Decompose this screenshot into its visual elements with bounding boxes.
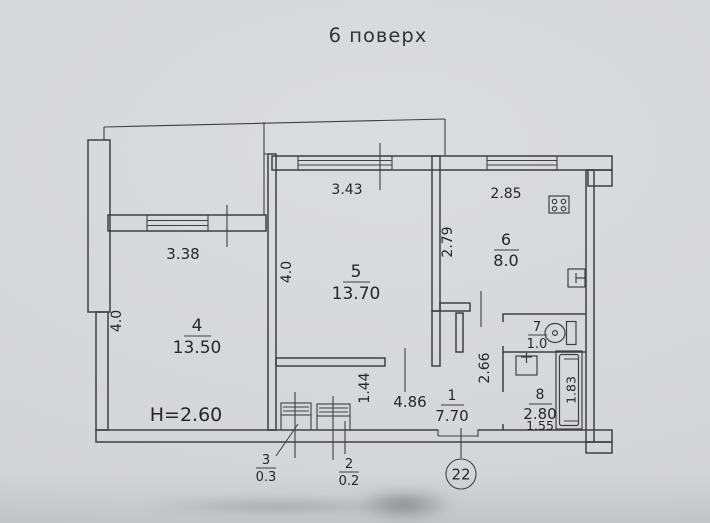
windows [146, 155, 558, 232]
closet-a-leader [275, 423, 299, 457]
apartment-number-badge: 22 [445, 458, 477, 490]
floor-plan: 4 13.50 5 13.70 6 8.0 7 1.0 8 2.80 1 7.7… [87, 118, 613, 490]
dim-bathroom-width: 1.55 [526, 418, 554, 433]
dim-bedroom-depth: 4.0 [279, 261, 295, 283]
wall-top-outer [271, 155, 613, 171]
wall-niche [455, 312, 464, 353]
wall-kitchen-bottom-stub [439, 302, 471, 312]
wall-spine [267, 153, 277, 431]
entrance-gap [438, 428, 478, 432]
wall-corridor-right-of-bedroom [431, 310, 441, 367]
bedroom-number: 5 [351, 262, 362, 282]
window-kitchen [486, 155, 558, 171]
wall-bottom-outer [95, 429, 613, 443]
wall-left-outer [95, 311, 109, 431]
living-room-number: 4 [192, 316, 203, 336]
kitchen-sink-icon [567, 268, 586, 288]
entrance-threshold [437, 430, 479, 437]
dim-bedroom-width: 3.43 [331, 182, 362, 198]
window-bedroom [297, 155, 393, 171]
balcony-railing [103, 118, 446, 215]
closet-a-box [280, 402, 312, 430]
washbasin-icon [515, 352, 538, 376]
wall-wc-bathroom [502, 313, 586, 430]
wall-bottom-right-step [585, 441, 613, 454]
photo-shadow-blob [335, 486, 475, 520]
dim-kitchen-width: 2.85 [490, 186, 521, 202]
page-title: 6 поверх [329, 24, 428, 47]
living-room-area: 13.50 [173, 338, 222, 358]
kitchen-number: 6 [501, 230, 511, 249]
window-living [146, 214, 209, 232]
wall-top-right-pier [587, 169, 613, 187]
closet-b-area: 0.2 [339, 474, 360, 489]
dim-kitchen-depth: 2.79 [440, 226, 456, 257]
wall-bedroom-kitchen [431, 155, 441, 312]
closet-a-area: 0.3 [256, 470, 277, 485]
closet-b-box [316, 403, 351, 430]
door-marks [226, 143, 482, 460]
dim-hallway-niche: 1.44 [357, 372, 373, 403]
dim-sanitary-depth: 2.66 [477, 352, 493, 383]
bathroom-area: 2.80 [523, 405, 556, 423]
dim-living-depth: 4.0 [109, 310, 125, 332]
wall-living-top [107, 214, 267, 232]
wall-bedroom-bottom [275, 357, 386, 367]
stove-icon [548, 195, 570, 214]
bathtub-icon [555, 350, 583, 430]
dim-hallway-width: 4.86 [393, 393, 426, 411]
dim-living-width: 3.38 [166, 245, 199, 263]
balcony-pier [87, 139, 111, 313]
bathroom-number: 8 [536, 387, 545, 403]
apartment-number: 22 [451, 466, 470, 484]
closets [280, 402, 351, 430]
kitchen-area: 8.0 [493, 251, 518, 270]
dim-bathtub-length: 1.83 [564, 376, 579, 404]
hallway-number: 1 [448, 388, 457, 404]
toilet-icon [544, 320, 577, 346]
closet-a-number: 3 [262, 453, 270, 468]
hallway-area: 7.70 [435, 407, 468, 425]
room-labels: 4 13.50 5 13.70 6 8.0 7 1.0 8 2.80 1 7.7… [173, 230, 557, 489]
wc-area: 1.0 [527, 337, 548, 352]
closet-b-number: 2 [345, 457, 353, 472]
dimension-labels: 3.38 4.0 H=2.60 3.43 4.0 2.85 2.79 1.44 … [109, 182, 579, 433]
bedroom-area: 13.70 [332, 284, 381, 304]
dim-ceiling-height: H=2.60 [150, 404, 223, 426]
wc-number: 7 [533, 320, 541, 335]
wall-right-outer [585, 169, 595, 443]
